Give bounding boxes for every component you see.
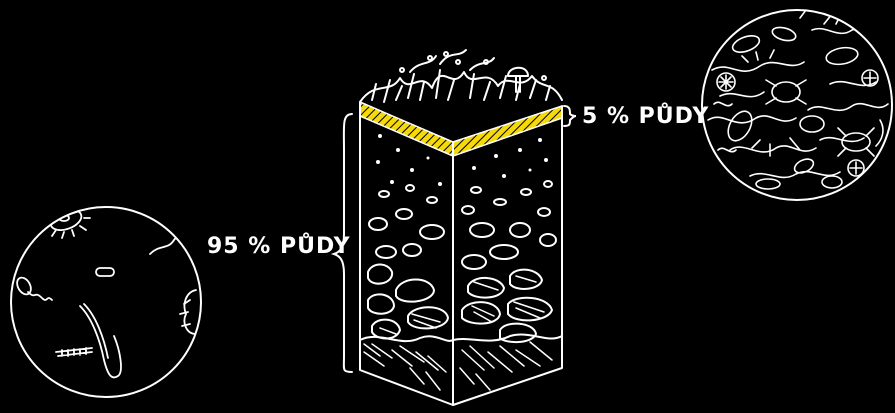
dense-organisms-circle: [702, 10, 892, 200]
topsoil-percentage-label: 5 % PŮDY: [582, 104, 709, 129]
sparse-microorganisms-circle: [11, 196, 201, 397]
soil-column: [360, 50, 562, 405]
subsoil-percentage-label: 95 % PŮDY: [207, 234, 351, 259]
grass-icon: [360, 50, 562, 102]
topsoil-layer: [360, 102, 562, 156]
brace-right: [564, 106, 576, 126]
